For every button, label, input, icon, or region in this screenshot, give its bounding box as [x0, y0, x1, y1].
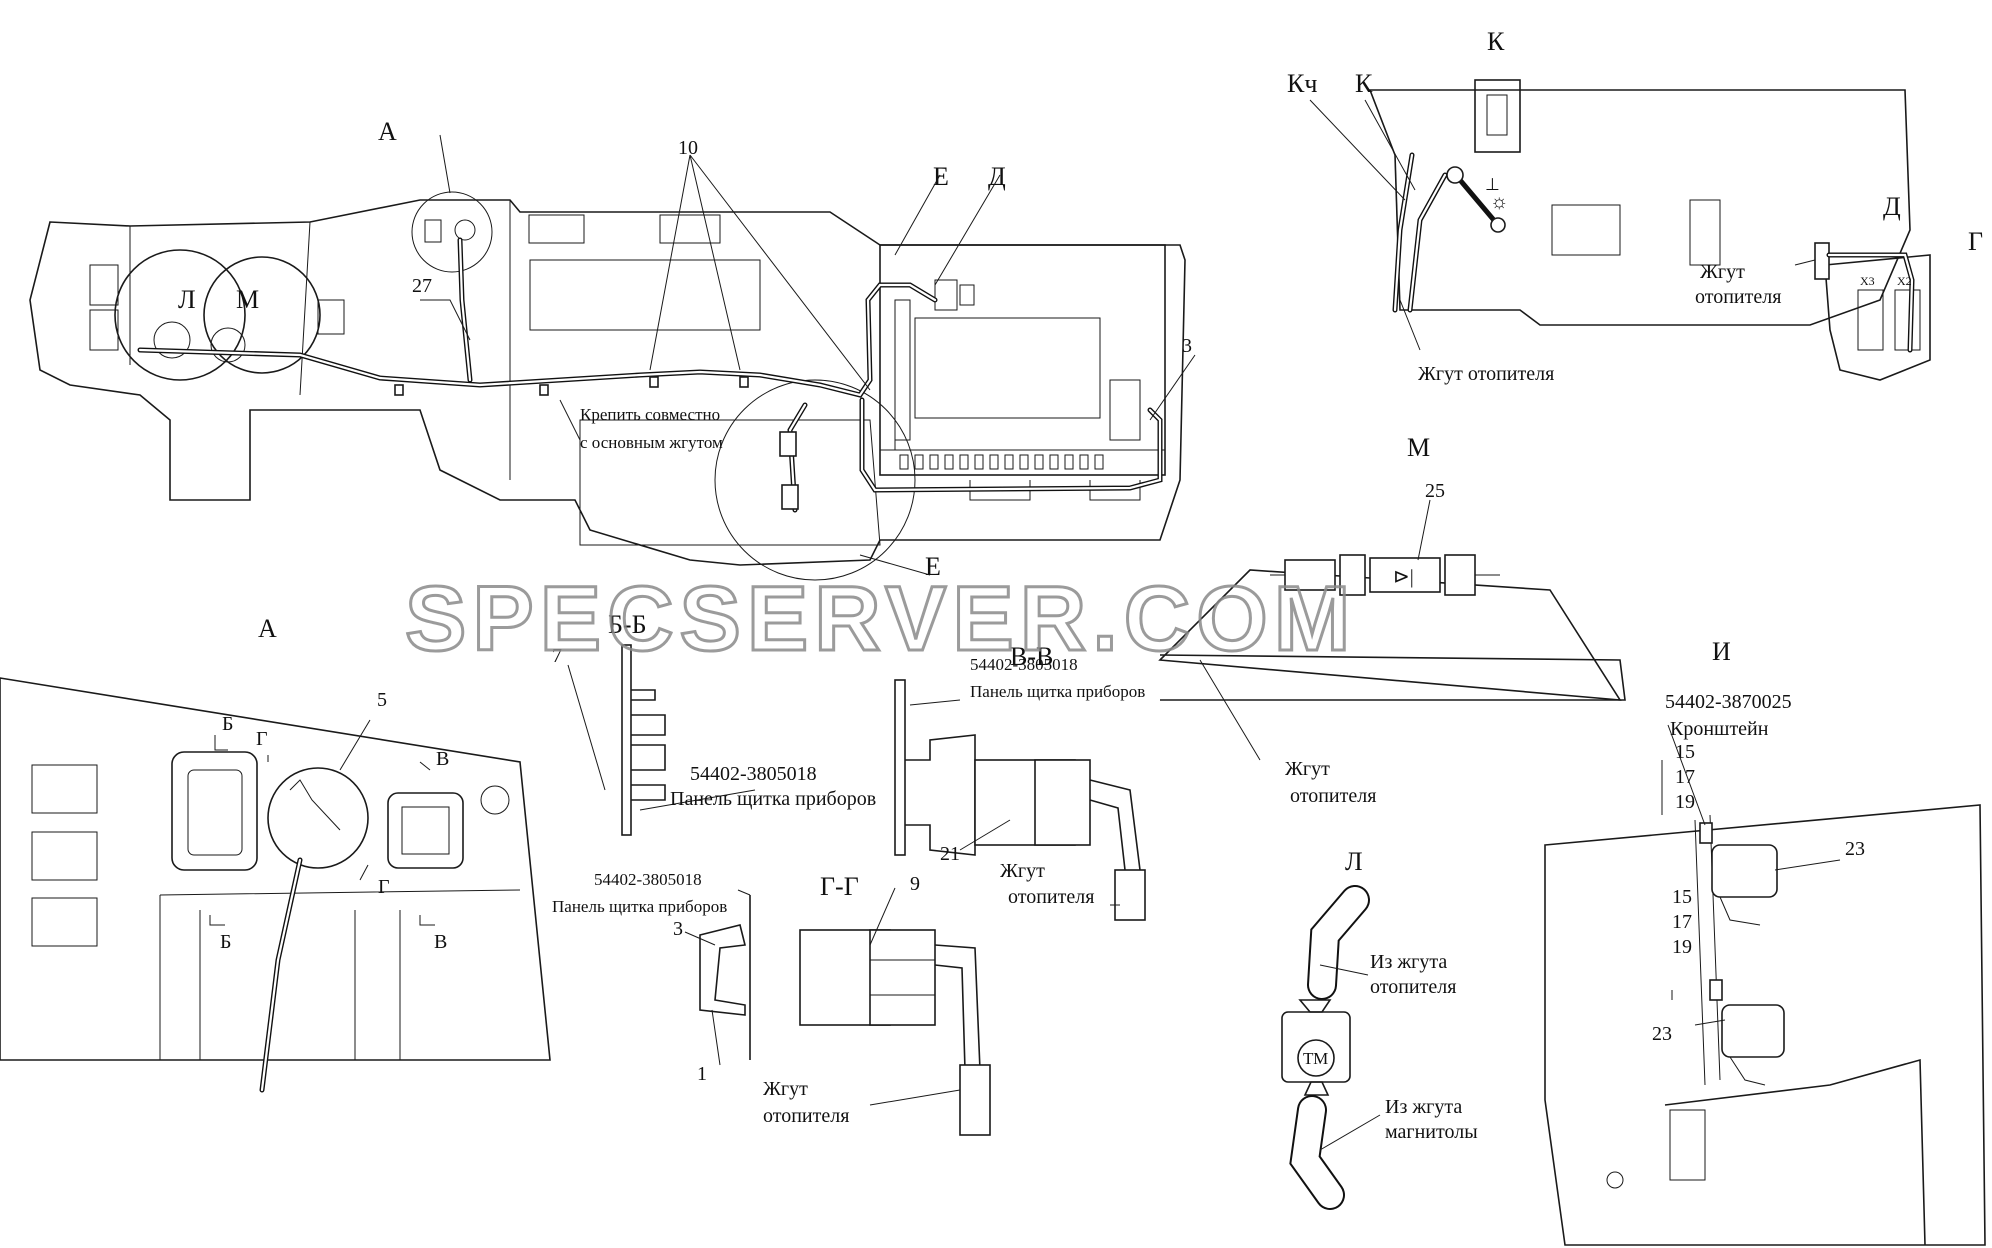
- section-gg-part-no: 54402-3805018: [594, 870, 702, 889]
- note-line-2: с основным жгутом: [580, 433, 723, 452]
- view-i: И 54402-3870025 Кронштейн 15 17 19 23 15…: [1544, 637, 1986, 1246]
- section-bb: Б-Б 7 54402-3805018 Панель щитка приборо…: [552, 610, 876, 836]
- tm-marking: ТМ: [1303, 1049, 1328, 1068]
- from-radio-1: Из жгута: [1385, 1096, 1462, 1118]
- label-k: К: [1355, 69, 1373, 98]
- callout-3-gg: 3: [673, 918, 683, 940]
- connector-x2: Х2: [1897, 274, 1912, 288]
- callout-5: 5: [377, 689, 387, 711]
- stack1-item-1: 17: [1675, 766, 1695, 788]
- view-i-part-no: 54402-3870025: [1665, 691, 1792, 713]
- view-i-part-name: Кронштейн: [1670, 718, 1769, 740]
- section-gg-part-name: Панель щитка приборов: [552, 897, 727, 916]
- from-heater-1: Из жгута: [1370, 951, 1447, 973]
- section-vv-title: В-В: [1010, 642, 1053, 671]
- view-m-title: М: [1407, 433, 1430, 462]
- view-a-title: А: [258, 614, 277, 643]
- note-line-1: Крепить совместно: [580, 405, 720, 424]
- section-mark-v1: В: [436, 748, 449, 770]
- callout-23b: 23: [1652, 1023, 1672, 1045]
- section-gg-harness-2: отопителя: [763, 1105, 849, 1127]
- callout-21: 21: [940, 843, 960, 865]
- view-d-label-g: Г: [1968, 227, 1983, 256]
- view-m-harness-1: Жгут: [1285, 758, 1330, 780]
- view-d-harness-1: Жгут: [1700, 261, 1745, 283]
- view-a: А 5 Б Г В Г Б В: [0, 614, 551, 1093]
- stack2-item-0: 15: [1672, 886, 1692, 908]
- from-heater-2: отопителя: [1370, 976, 1456, 998]
- view-k-harness: Жгут отопителя: [1418, 363, 1554, 385]
- callout-a-main: А: [378, 117, 397, 146]
- section-mark-g2: Г: [378, 876, 390, 898]
- main-dashboard-view: А 10 Е Д 27 Л М 3 Е Крепить совместно с …: [29, 117, 1196, 581]
- view-l: Л Из жгута отопителя ТМ Из жгута магнито…: [1281, 847, 1478, 1210]
- section-gg-title: Г-Г: [820, 872, 859, 901]
- view-l-title: Л: [1345, 847, 1363, 876]
- sun-symbol: ☼: [1490, 191, 1508, 213]
- callout-10: 10: [678, 137, 698, 159]
- callout-9: 9: [910, 873, 920, 895]
- section-vv-harness-2: отопителя: [1008, 886, 1094, 908]
- view-k: ⊥ ☼ К Кч К Жгут отопителя: [1287, 27, 1911, 385]
- callout-3-main: 3: [1182, 335, 1192, 357]
- view-d-harness-2: отопителя: [1695, 286, 1781, 308]
- stack2-item-1: 17: [1672, 911, 1692, 933]
- stack2-item-2: 19: [1672, 936, 1692, 958]
- view-m-harness-2: отопителя: [1290, 785, 1376, 807]
- from-radio-2: магнитолы: [1385, 1121, 1478, 1143]
- ground-symbol: ⊥: [1485, 175, 1500, 194]
- view-k-title: К: [1487, 27, 1505, 56]
- callout-d-main: Д: [988, 162, 1006, 191]
- callout-7: 7: [552, 645, 562, 667]
- section-bb-part-no: 54402-3805018: [690, 763, 817, 785]
- callout-l-main: Л: [178, 285, 196, 314]
- callout-23a: 23: [1845, 838, 1865, 860]
- callout-e-top: Е: [933, 162, 949, 191]
- watermark: SPECSERVER.COM: [405, 568, 1356, 670]
- section-mark-b2: Б: [220, 931, 231, 953]
- stack1-item-0: 15: [1675, 741, 1695, 763]
- section-mark-b1: Б: [222, 713, 233, 735]
- connector-x3: Х3: [1860, 274, 1875, 288]
- section-vv-part-name: Панель щитка приборов: [970, 682, 1145, 701]
- section-vv-part-no: 54402-3805018: [970, 655, 1078, 674]
- callout-m-main: М: [236, 285, 259, 314]
- section-vv: В-В 54402-3805018 Панель щитка приборов …: [894, 642, 1146, 921]
- callout-27: 27: [412, 275, 432, 297]
- stack1-item-2: 19: [1675, 791, 1695, 813]
- section-mark-g1: Г: [256, 728, 268, 750]
- section-mark-v2: В: [434, 931, 447, 953]
- section-bb-title: Б-Б: [608, 610, 647, 639]
- diode-icon: ⊳|: [1393, 566, 1414, 588]
- section-bb-part-name: Панель щитка приборов: [670, 788, 876, 810]
- fuse-slots: [899, 379, 1141, 470]
- view-m: ⊳| М 25 Жгут отопителя: [1158, 433, 1626, 807]
- callout-e-bottom: Е: [925, 552, 941, 581]
- view-i-title: И: [1712, 637, 1731, 666]
- section-vv-harness-1: Жгут: [1000, 860, 1045, 882]
- callout-25: 25: [1425, 480, 1445, 502]
- callout-1: 1: [697, 1063, 707, 1085]
- view-d-title: Д: [1883, 192, 1901, 221]
- section-gg-harness-1: Жгут: [763, 1078, 808, 1100]
- view-d: Д Г Жгут отопителя Х3 Х2: [1695, 192, 1983, 381]
- section-gg: Г-Г 54402-3805018 Панель щитка приборов …: [552, 870, 991, 1136]
- label-kch: Кч: [1287, 69, 1317, 98]
